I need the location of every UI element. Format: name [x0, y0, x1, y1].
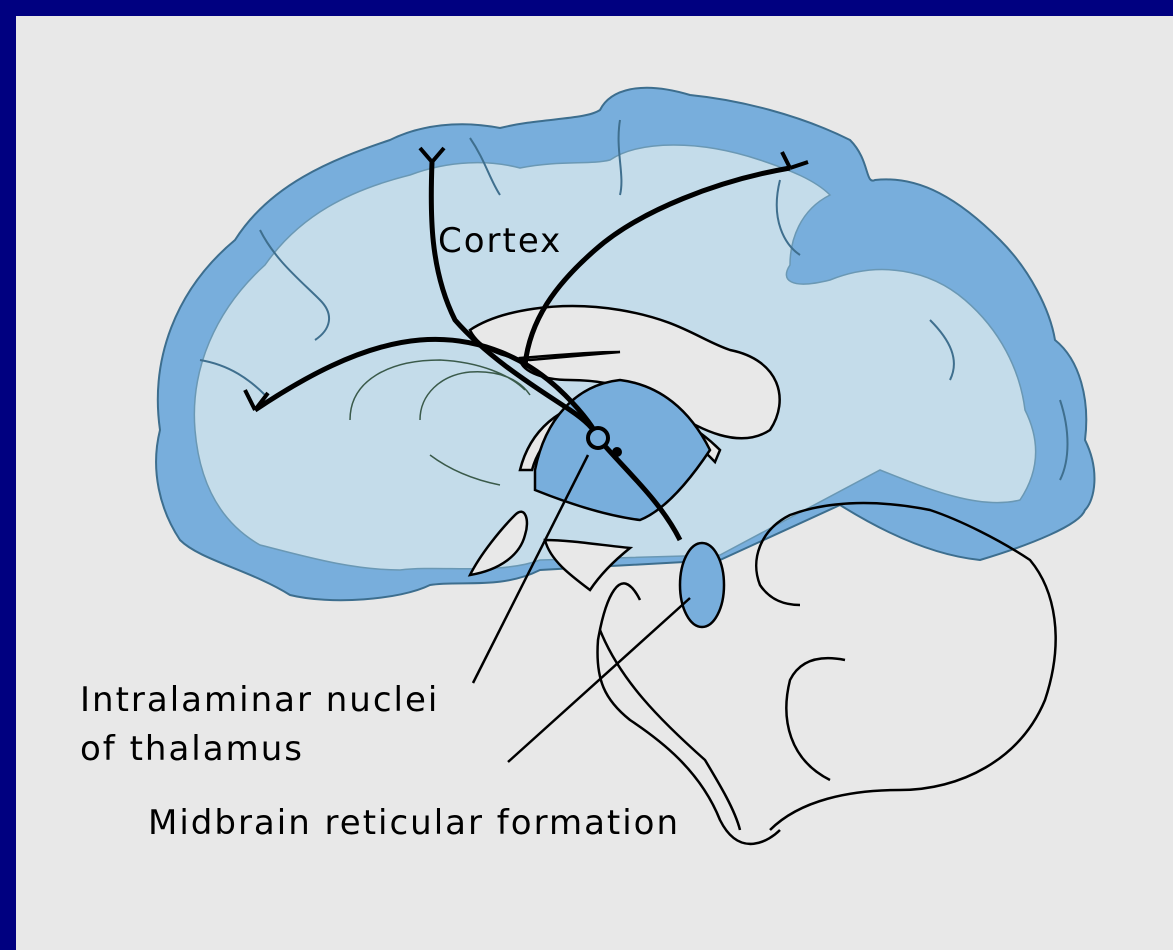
midbrain-reticular-formation	[680, 543, 724, 627]
label-cortex: Cortex	[438, 224, 562, 258]
label-intralaminar-line2: of thalamus	[80, 732, 304, 766]
thalamic-neuron-soma	[588, 428, 608, 448]
label-midbrain: Midbrain reticular formation	[148, 806, 680, 840]
synapse-dot	[612, 447, 622, 457]
leader-line-midbrain	[508, 598, 690, 762]
label-intralaminar-line1: Intralaminar nuclei	[80, 683, 439, 717]
